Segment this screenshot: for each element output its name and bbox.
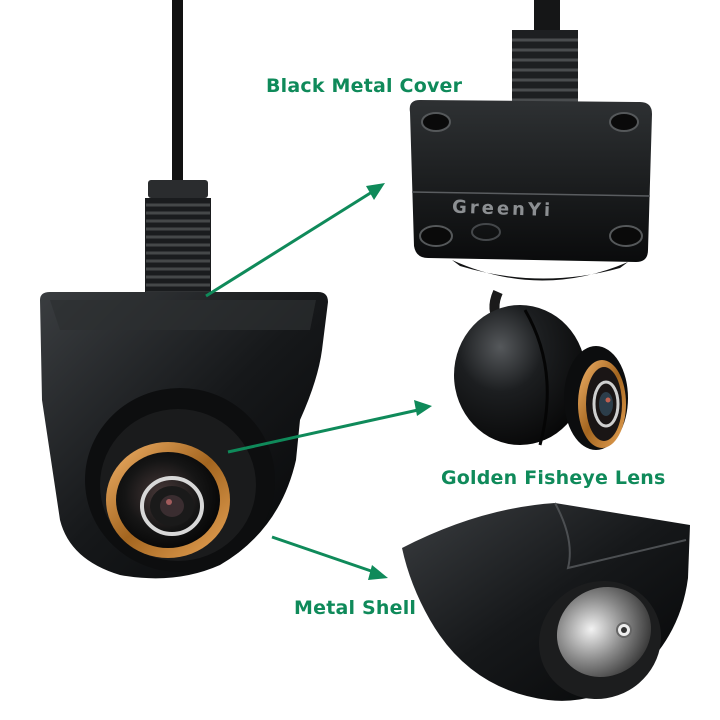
threaded-neck <box>145 180 211 300</box>
ball-camera-photo <box>454 289 628 450</box>
cable <box>172 0 183 185</box>
label-golden-fisheye-lens: Golden Fisheye Lens <box>441 467 666 489</box>
metal-shell-photo <box>402 502 690 701</box>
shell-reflector <box>556 586 652 678</box>
arrow-golden-fisheye-lens <box>227 408 419 454</box>
label-black-metal-cover: Black Metal Cover <box>266 75 463 97</box>
arrow-black-metal-cover <box>205 190 373 298</box>
label-metal-shell: Metal Shell <box>294 597 417 619</box>
brand-engraving: GreenYi <box>452 197 554 222</box>
callout-arrows <box>205 183 432 580</box>
arrow-metal-shell <box>271 535 375 574</box>
main-camera <box>40 0 328 579</box>
ball-housing <box>454 305 586 445</box>
black-metal-cover-photo <box>409 0 652 281</box>
mounting-plate <box>409 100 652 262</box>
